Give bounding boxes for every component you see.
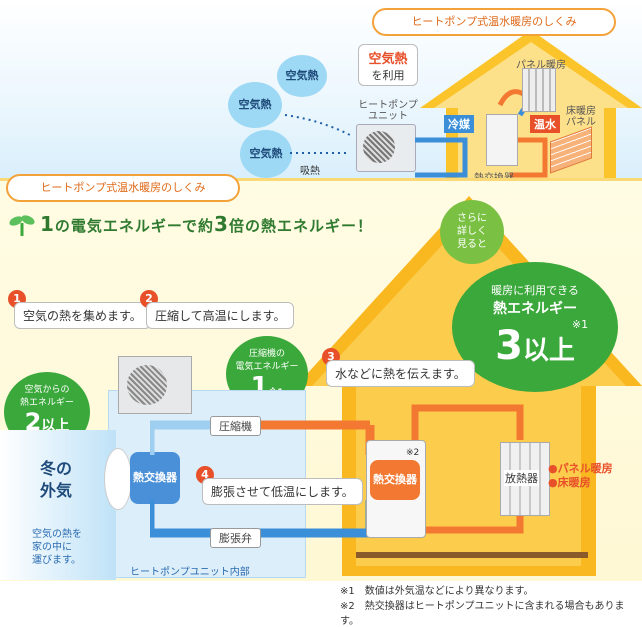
use-floor-heating: ●床暖房	[548, 476, 591, 489]
headline-num-3: 3	[214, 212, 229, 236]
see-more-badge: さらに詳しく見ると	[440, 200, 504, 264]
bring-heat-label: 空気の熱を家の中に運びます。	[32, 529, 82, 566]
refrigerant-tag: 冷媒	[444, 115, 474, 133]
use-list: ●パネル暖房 ●床暖房	[548, 462, 613, 490]
unit-inside-label: ヒートポンプユニット内部	[130, 567, 250, 578]
air-heat-use-box: 空気熱 を利用	[358, 44, 418, 86]
house-floor	[356, 552, 588, 558]
radiator-label: 放熱器	[504, 470, 539, 486]
headline-post: 倍の熱エネルギー！	[228, 217, 373, 235]
air-heat-bubble: 空気熱	[240, 130, 292, 178]
headline: 1の電気エネルギーで約3倍の熱エネルギー！	[40, 212, 373, 236]
air-heat-bubble: 空気熱	[228, 82, 282, 128]
floor-panel-label: 床暖房パネル	[566, 106, 596, 128]
compressor-tag: 圧縮機	[210, 416, 261, 436]
step-2-text: 圧縮して高温にします。	[146, 302, 295, 329]
left-heat-exchanger: 熱交換器	[130, 452, 180, 504]
panel-heater-label: パネル暖房	[516, 60, 566, 71]
use-panel-heating: ●パネル暖房	[548, 462, 613, 475]
step-1-text: 空気の熱を集めます。	[14, 302, 151, 329]
right-heat-exchanger: 熱交換器	[370, 460, 420, 500]
headline-mid: の電気エネルギーで約	[54, 217, 215, 235]
sprout-icon	[8, 210, 36, 238]
air-heat-use-label: 空気熱	[368, 52, 408, 67]
winter-air-label: 冬の外気	[40, 459, 73, 500]
expansion-valve-tag: 膨張弁	[210, 528, 261, 548]
hot-water-tag: 温水	[530, 115, 560, 133]
unit-label: ヒートポンプユニット	[358, 100, 418, 122]
air-heat-bubble: 空気熱	[277, 55, 327, 97]
top-heat-exchanger-icon	[486, 114, 518, 166]
output-energy-badge: 暖房に利用できる 熱エネルギー ※1 3以上	[452, 262, 618, 392]
outdoor-unit-large-icon	[118, 356, 192, 414]
fan-icon	[104, 448, 132, 510]
winter-air-area	[0, 430, 116, 580]
heat-absorb-label: 吸熱	[300, 166, 320, 177]
panel-heater-icon	[522, 68, 556, 112]
note2-mark: ※2	[406, 448, 420, 458]
footnote-1: ※1 数値は外気温などにより異なります。	[340, 586, 534, 597]
section-title: ヒートポンプ式温水暖房のしくみ	[6, 174, 240, 202]
headline-num-1: 1	[40, 212, 55, 236]
outdoor-unit-icon	[356, 124, 416, 172]
footnote-2: ※2 熱交換器はヒートポンプユニットに含まれる場合もあります。	[340, 601, 625, 627]
air-flow-arrows	[284, 114, 351, 154]
air-heat-use-sub: を利用	[371, 69, 405, 82]
step-3-text: 水などに熱を伝えます。	[326, 360, 475, 387]
top-title: ヒートポンプ式温水暖房のしくみ	[372, 8, 616, 36]
step-4-text: 膨張させて低温にします。	[202, 478, 363, 505]
